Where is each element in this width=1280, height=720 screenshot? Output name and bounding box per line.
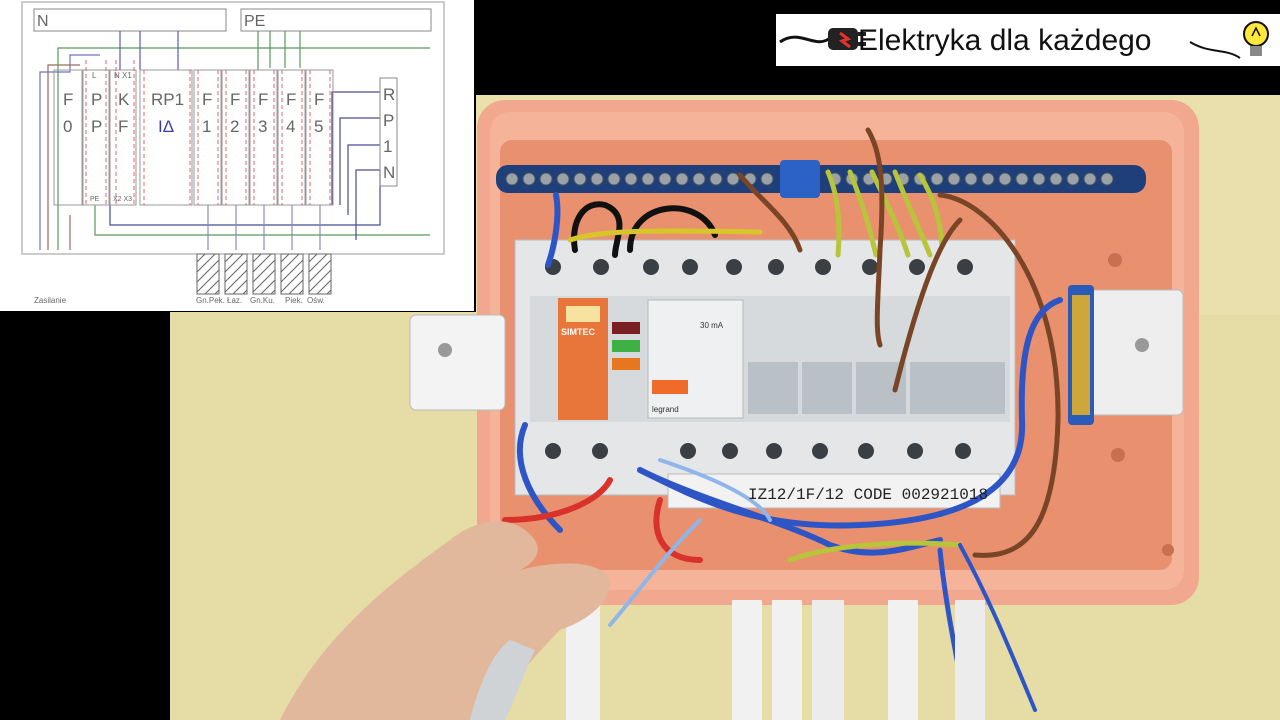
- module-bottom-7: 3: [258, 117, 267, 136]
- module-bottom-4: IΔ: [158, 117, 174, 136]
- rcd-module: [647, 299, 744, 419]
- terminal-screw: [643, 259, 659, 275]
- busbar-screw: [964, 172, 978, 186]
- terminal-screw: [766, 443, 782, 459]
- busbar-screw: [1049, 172, 1063, 186]
- circuit-label-1: Gn.Pek.: [196, 296, 225, 305]
- terminal-label-3: 1: [383, 137, 392, 156]
- circuit-label-2: Łaz.: [227, 296, 242, 305]
- busbar-screw: [947, 172, 961, 186]
- busbar-screw: [1100, 172, 1114, 186]
- module-top-7: F: [258, 90, 268, 109]
- busbar-screw: [760, 172, 774, 186]
- module-bottom-5: 1: [202, 117, 211, 136]
- busbar-screw: [1015, 172, 1029, 186]
- terminal-screw: [812, 443, 828, 459]
- busbar-screw: [1083, 172, 1097, 186]
- module-bottom-3: F: [118, 117, 128, 136]
- module-bottom-2: P: [91, 117, 102, 136]
- busbar-screw: [624, 172, 638, 186]
- module-bottom-9: 5: [314, 117, 323, 136]
- terminal-label-2: P: [383, 111, 394, 130]
- busbar-screw: [590, 172, 604, 186]
- terminal-label-4: N: [383, 163, 395, 182]
- circuit-label-3: Gn.Ku.: [250, 296, 275, 305]
- busbar-screw: [1032, 172, 1046, 186]
- module-top-6: F: [230, 90, 240, 109]
- module-top-3: K: [118, 90, 130, 109]
- terminal-screw: [680, 443, 696, 459]
- din-rail-modules: [514, 239, 1016, 509]
- terminal-screw: [907, 443, 923, 459]
- label-strip-text: IZ12/1F/12 CODE 002921018: [748, 486, 988, 504]
- busbar-screw: [573, 172, 587, 186]
- pe-bus: [240, 8, 432, 32]
- terminal-strip: [379, 77, 398, 187]
- busbar-screw: [692, 172, 706, 186]
- terminal-screw: [955, 443, 971, 459]
- busbar-screw: [981, 172, 995, 186]
- busbar-screw: [539, 172, 553, 186]
- logo-text: Elektryka dla każdego: [858, 24, 1152, 57]
- circuit-label-5: Ośw.: [307, 296, 325, 305]
- terminal-screw: [682, 259, 698, 275]
- supply-label: Zasilanie: [34, 296, 67, 305]
- module-foot-2: PE: [90, 196, 100, 203]
- terminal-screw: [592, 443, 608, 459]
- terminal-label-1: R: [383, 85, 395, 104]
- module-top-2: P: [91, 90, 102, 109]
- wiring-diagram: [0, 0, 474, 311]
- busbar-screw: [726, 172, 740, 186]
- module-top-4: RP1: [151, 90, 184, 109]
- busbar-screw: [1066, 172, 1080, 186]
- busbar-screw: [709, 172, 723, 186]
- terminal-screw: [722, 443, 738, 459]
- terminal-screws: [545, 259, 973, 459]
- power-plug-icon: [779, 28, 866, 50]
- busbar-screw: [930, 172, 944, 186]
- busbar: [496, 160, 1146, 198]
- hand: [280, 521, 611, 720]
- module-bottom-1: 0: [63, 117, 72, 136]
- busbar-screw: [607, 172, 621, 186]
- module-tag-3: N X1: [114, 71, 132, 80]
- module-top-8: F: [286, 90, 296, 109]
- busbar-screw: [556, 172, 570, 186]
- busbar-screw: [658, 172, 672, 186]
- module-bottom-8: 4: [286, 117, 295, 136]
- brand-label: legrand: [652, 405, 679, 414]
- busbar-screw: [998, 172, 1012, 186]
- module-bottom-6: 2: [230, 117, 239, 136]
- module-top-1: F: [63, 90, 73, 109]
- busbar-screw: [522, 172, 536, 186]
- terminal-screw: [545, 443, 561, 459]
- spd-brand-label: SIMTEC: [561, 327, 596, 337]
- terminal-screw: [858, 443, 874, 459]
- neutral-terminal-block: [1068, 285, 1094, 425]
- module-tag-2: L: [92, 71, 97, 80]
- module-top-9: F: [314, 90, 324, 109]
- rcd-rating-label: 30 mA: [700, 321, 724, 330]
- wires: [502, 127, 1063, 712]
- channel-logo: Elektryka dla każdego: [776, 14, 1280, 66]
- terminal-screw: [726, 259, 742, 275]
- busbar-screw: [675, 172, 689, 186]
- circuit-label-4: Piek.: [285, 296, 303, 305]
- bus-label-pe: PE: [244, 13, 265, 30]
- bus-label-n: N: [37, 13, 49, 30]
- lightbulb-icon: [1189, 21, 1269, 59]
- module-top-5: F: [202, 90, 212, 109]
- terminal-screw: [957, 259, 973, 275]
- terminal-screw: [862, 259, 878, 275]
- terminal-screw: [815, 259, 831, 275]
- busbar-screw: [641, 172, 655, 186]
- terminal-screw: [768, 259, 784, 275]
- busbar-screw: [505, 172, 519, 186]
- terminal-screw: [909, 259, 925, 275]
- terminal-screw: [593, 259, 609, 275]
- module-foot-3: X2 X3: [113, 196, 132, 203]
- neutral-bus: [33, 8, 227, 32]
